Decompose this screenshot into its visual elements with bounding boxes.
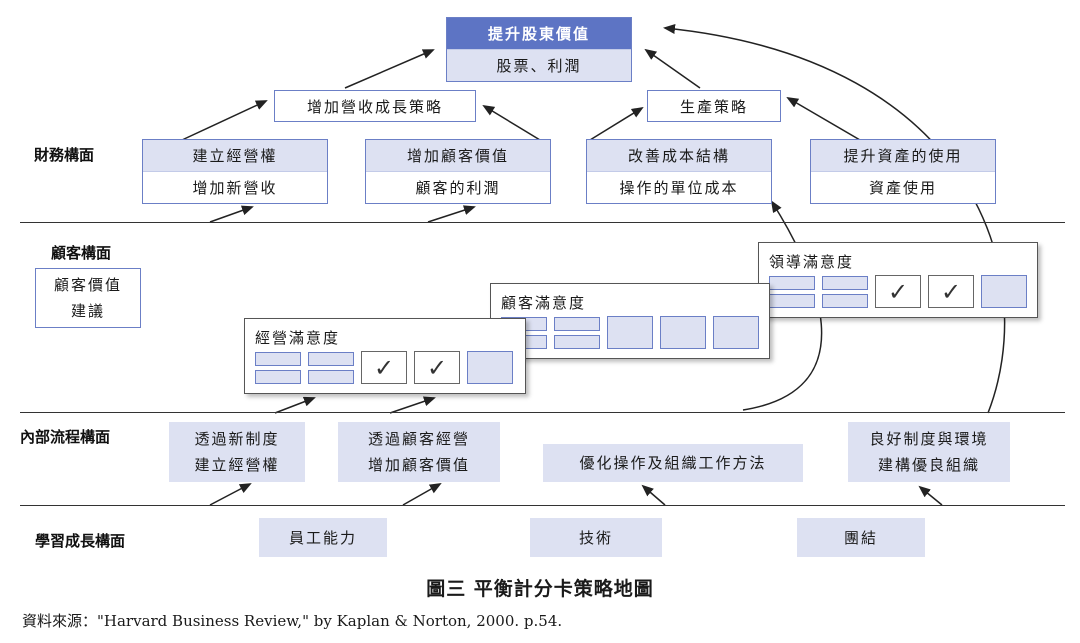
financial-box-bottom: 增加新營收 xyxy=(143,171,327,203)
shareholder-value-sub: 股票、利潤 xyxy=(447,49,631,81)
shareholder-value-box: 提升股東價值 股票、利潤 xyxy=(446,17,632,82)
figure-caption: 圖三 平衡計分卡策略地圖 xyxy=(426,578,654,600)
survey-cell xyxy=(660,316,706,349)
layer-label-internal: 內部流程構面 xyxy=(20,428,111,446)
arrow-cost-to-productivity xyxy=(589,106,644,141)
growth-strategy-label: 增加營收成長策略 xyxy=(306,97,443,116)
learning-box-label: 技術 xyxy=(578,528,613,547)
productivity-strategy-label: 生產策略 xyxy=(679,97,748,116)
arrow-productivity-to-top xyxy=(644,48,701,89)
survey-cell xyxy=(981,275,1027,308)
arrow-asset-to-productivity xyxy=(786,96,861,141)
arrow-learning-to-internal-2 xyxy=(402,483,442,506)
financial-box-top: 增加顧客價值 xyxy=(366,140,550,171)
financial-box-top: 建立經營權 xyxy=(143,140,327,171)
productivity-strategy-box: 生產策略 xyxy=(647,90,781,122)
learning-box-label: 團結 xyxy=(843,528,878,547)
customer-value-proposition: 顧客價值 建議 xyxy=(35,268,141,328)
arrow-customer-value-to-growth xyxy=(482,104,541,141)
arrow-learning-to-internal-4 xyxy=(918,485,943,506)
check-icon: ✓ xyxy=(875,275,921,308)
internal-box-line1: 透過顧客經營 xyxy=(367,430,470,448)
survey-cell xyxy=(308,352,354,366)
internal-box-line2: 建構優良組織 xyxy=(877,456,980,474)
financial-box-franchise: 建立經營權 增加新營收 xyxy=(142,139,328,204)
arrow-learning-to-internal-3 xyxy=(641,484,666,506)
survey-cell xyxy=(607,316,653,349)
internal-box-customer-mgmt: 透過顧客經營 增加顧客價值 xyxy=(338,422,500,482)
shareholder-value-title: 提升股東價值 xyxy=(447,18,631,49)
arrow-learning-to-internal-1 xyxy=(209,483,252,506)
survey-cell xyxy=(255,370,301,384)
financial-box-cost-structure: 改善成本結構 操作的單位成本 xyxy=(586,139,772,204)
check-icon: ✓ xyxy=(414,351,460,384)
check-icon: ✓ xyxy=(928,275,974,308)
arrow-internal-to-survey-left xyxy=(274,396,316,414)
survey-cell xyxy=(255,352,301,366)
financial-box-bottom: 資產使用 xyxy=(811,171,995,203)
check-icon: ✓ xyxy=(361,351,407,384)
arrow-growth-to-top xyxy=(344,49,435,89)
survey-title: 領導滿意度 xyxy=(769,253,855,271)
survey-title: 顧客滿意度 xyxy=(501,294,587,312)
customer-value-line2: 建議 xyxy=(70,302,105,320)
survey-cell xyxy=(554,335,600,349)
learning-box-label: 員工能力 xyxy=(288,528,357,547)
arrow-franchise-to-growth xyxy=(181,100,268,141)
financial-box-top: 提升資產的使用 xyxy=(811,140,995,171)
survey-cell xyxy=(769,294,815,308)
survey-cell xyxy=(822,294,868,308)
figure-source: 資料來源："Harvard Business Review," by Kapla… xyxy=(22,612,563,630)
growth-strategy-box: 增加營收成長策略 xyxy=(274,90,476,122)
financial-box-asset-use: 提升資產的使用 資產使用 xyxy=(810,139,996,204)
internal-box-good-system: 良好制度與環境 建構優良組織 xyxy=(848,422,1010,482)
internal-box-new-system: 透過新制度 建立經營權 xyxy=(169,422,305,482)
financial-box-bottom: 顧客的利潤 xyxy=(366,171,550,203)
internal-box-line2: 建立經營權 xyxy=(194,456,280,474)
internal-box-line2: 增加顧客價值 xyxy=(367,456,470,474)
internal-box-optimize: 優化操作及組織工作方法 xyxy=(543,444,803,482)
internal-box-line1: 透過新制度 xyxy=(194,430,280,448)
financial-box-top: 改善成本結構 xyxy=(587,140,771,171)
layer-label-customer: 顧客構面 xyxy=(51,244,112,262)
financial-box-bottom: 操作的單位成本 xyxy=(587,171,771,203)
learning-box-employee: 員工能力 xyxy=(259,518,387,557)
arrow-internal-to-survey-right xyxy=(389,396,436,414)
survey-cell xyxy=(308,370,354,384)
survey-title: 經營滿意度 xyxy=(255,329,341,347)
survey-cell xyxy=(467,351,513,384)
divider-financial-customer xyxy=(20,222,1065,223)
arrow-to-customer-profit xyxy=(427,205,476,223)
internal-box-line1: 優化操作及組織工作方法 xyxy=(579,454,767,472)
learning-box-technology: 技術 xyxy=(530,518,662,557)
layer-label-learning: 學習成長構面 xyxy=(35,532,126,550)
customer-value-line1: 顧客價值 xyxy=(53,276,122,294)
divider-internal-learning xyxy=(20,505,1065,506)
arrow-to-new-revenue xyxy=(209,205,254,223)
survey-cell xyxy=(822,276,868,290)
survey-card-customer: 顧客滿意度 xyxy=(490,283,770,359)
survey-cell xyxy=(769,276,815,290)
survey-card-leadership: 領導滿意度 ✓ ✓ xyxy=(758,242,1038,318)
internal-box-line1: 良好制度與環境 xyxy=(869,430,989,448)
survey-cell xyxy=(713,316,759,349)
financial-box-customer-value: 增加顧客價值 顧客的利潤 xyxy=(365,139,551,204)
learning-box-unity: 團結 xyxy=(797,518,925,557)
survey-cell xyxy=(554,317,600,331)
layer-label-financial: 財務構面 xyxy=(34,146,95,164)
survey-card-management: 經營滿意度 ✓ ✓ xyxy=(244,318,526,394)
divider-customer-internal xyxy=(20,412,1065,413)
